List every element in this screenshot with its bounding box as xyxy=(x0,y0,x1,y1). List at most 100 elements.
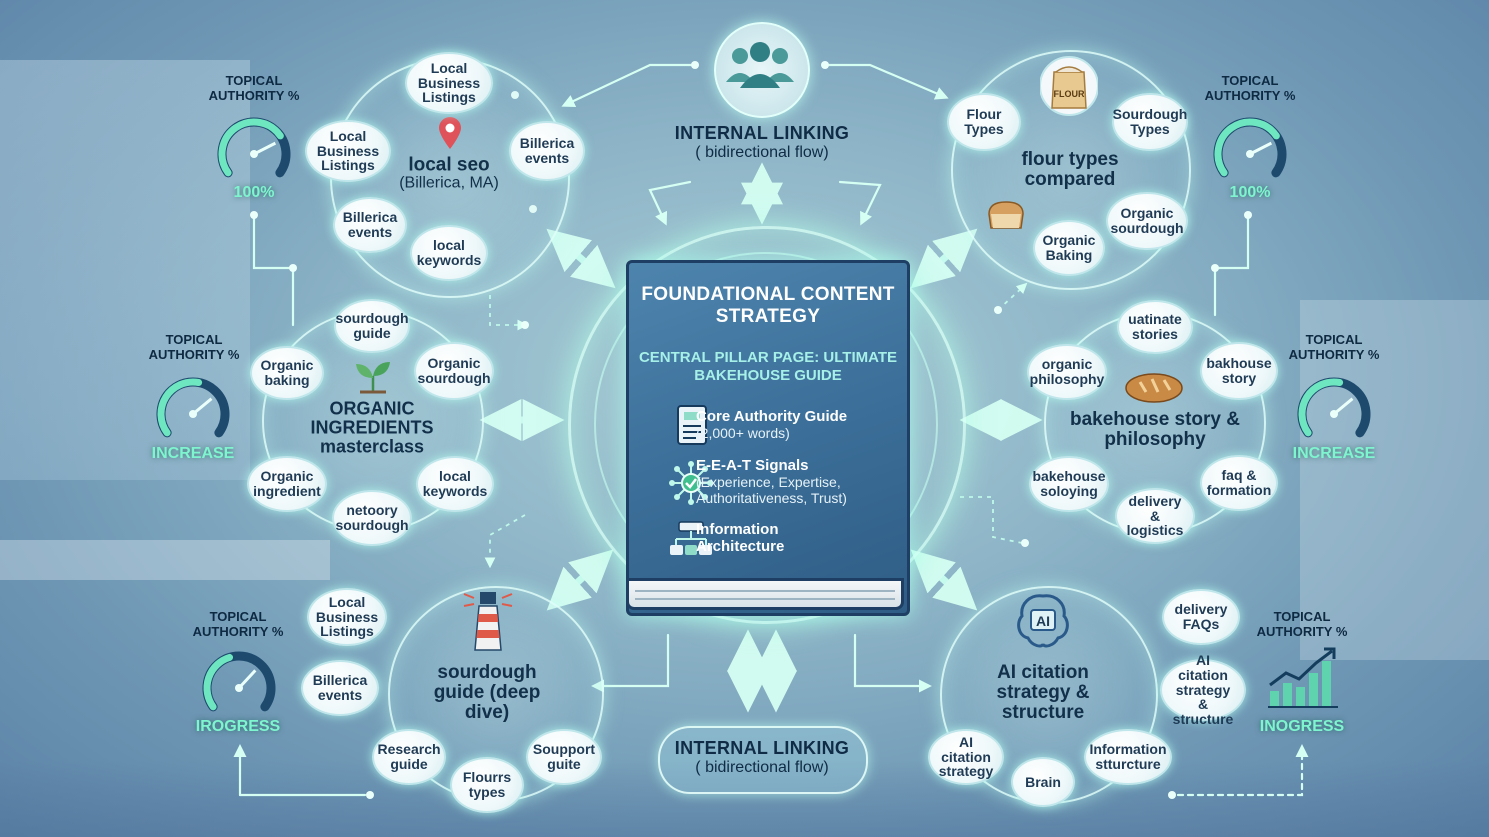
cluster-ai-title: AI citation strategy & structure xyxy=(973,663,1113,723)
gauge-hub xyxy=(1330,410,1338,418)
bubble-soupport-guite[interactable]: Soupport guite xyxy=(526,729,602,785)
bubble-local-business-listings-3[interactable]: Local Business Listings xyxy=(307,588,387,646)
cluster-ai-name: AI citation strategy & structure xyxy=(996,662,1090,723)
flour-bag-icon: FLOUR xyxy=(1040,56,1098,116)
gauge-label-mid-right: TOPICAL AUTHORITY % xyxy=(1288,332,1380,362)
gauge-dial-mid-right xyxy=(1297,377,1371,438)
gauge-hub xyxy=(189,410,197,418)
bubble-faq-formation[interactable]: faq & formation xyxy=(1200,455,1278,511)
bubble-organic-baking[interactable]: Organic Baking xyxy=(1033,220,1105,276)
svg-text:FLOUR: FLOUR xyxy=(1054,89,1085,99)
gauge-value-mid-right: INCREASE xyxy=(1292,445,1376,462)
cluster-organic-name: ORGANIC INGREDIENTS masterclass xyxy=(310,398,434,457)
internal-linking-bottom-pill xyxy=(658,726,868,794)
feature-core-authority-title: Core Authority Guide xyxy=(696,408,848,425)
internal-linking-bottom: INTERNAL LINKING ( bidirectional flow) xyxy=(675,738,849,777)
gauge-label-mid-left: TOPICAL AUTHORITY % xyxy=(148,332,240,362)
book-pages xyxy=(626,578,904,610)
gauge-label-top-right: TOPICAL AUTHORITY % xyxy=(1204,73,1296,103)
gauge-value-top-left: 100% xyxy=(233,184,275,201)
cluster-flour-title: flour types compared xyxy=(1021,149,1119,190)
cluster-local-seo-name: local seo xyxy=(408,154,490,176)
bubble-local-business-listings[interactable]: Local Business Listings xyxy=(405,52,493,114)
bubble-information-structure[interactable]: Information stturcture xyxy=(1084,729,1172,785)
gauge-dial-bottom-left xyxy=(202,651,276,712)
bread-loaf-icon xyxy=(988,201,1024,229)
bubble-organic-ingredient[interactable]: Organic ingredient xyxy=(247,456,327,512)
feature-eeat-title: E-E-A-T Signals xyxy=(696,457,809,474)
internal-linking-top-title: INTERNAL LINKING xyxy=(674,123,850,143)
team-icon-circle xyxy=(714,22,810,118)
cluster-organic-title: ORGANIC INGREDIENTS masterclass xyxy=(307,398,437,457)
pillar-glow-ring-outer xyxy=(568,226,966,624)
bubble-ai-citation-strategy-structure[interactable]: AI citation strategy & structure xyxy=(1160,653,1246,726)
feature-information-architecture: Information Architecture xyxy=(696,521,785,556)
cluster-sourdough-name: sourdough guide (deep dive) xyxy=(433,662,541,723)
bubble-uatinate-stories[interactable]: uatinate stories xyxy=(1117,300,1193,354)
leaf-sprout-icon xyxy=(356,362,390,394)
cluster-bakehouse-name: bakehouse story & philosophy xyxy=(1070,409,1240,450)
bubble-billerica-events[interactable]: Billerica events xyxy=(509,121,585,181)
bubble-sourdough-guide[interactable]: sourdough guide xyxy=(334,299,410,353)
bubble-ai-citation-strategy[interactable]: AI citation strategy xyxy=(928,729,1004,785)
gauge-label-bottom-right: TOPICAL AUTHORITY % xyxy=(1256,609,1348,639)
ai-brain-icon: AI xyxy=(1017,594,1069,648)
gauge-label-bottom-left: TOPICAL AUTHORITY % xyxy=(192,609,284,639)
gauge-needle xyxy=(237,669,257,690)
lighthouse-icon xyxy=(463,592,513,651)
internal-linking-bottom-title: INTERNAL LINKING xyxy=(674,738,850,758)
bubble-delivery-faqs[interactable]: delivery FAQs xyxy=(1162,589,1240,645)
cluster-bakehouse-title: bakehouse story & philosophy xyxy=(1070,410,1240,450)
bubble-sourdough-types[interactable]: Sourdough Types xyxy=(1112,93,1188,151)
cluster-sourdough-title: sourdough guide (deep dive) xyxy=(427,663,547,723)
gauge-dial-top-left xyxy=(217,117,291,178)
gauge-fill xyxy=(203,653,234,711)
bubble-research-guide[interactable]: Research guide xyxy=(372,729,446,785)
bubble-local-keywords-2[interactable]: local keywords xyxy=(416,456,494,512)
gauge-fill xyxy=(157,378,203,437)
feature-eeat: E-E-A-T Signals (Experience, Expertise, … xyxy=(696,457,896,506)
map-pin-icon xyxy=(439,117,461,149)
bubble-netoory-sourdough[interactable]: netoory sourdough xyxy=(332,490,412,546)
bubble-organic-sourdough-2[interactable]: Organic sourdough xyxy=(414,342,494,400)
gauge-dial-mid-left xyxy=(156,377,230,438)
pillar-title: FOUNDATIONAL CONTENT STRATEGY xyxy=(641,284,895,327)
bar-growth-chart-icon xyxy=(1268,647,1338,708)
gauge-hub xyxy=(250,150,258,158)
bread-icon xyxy=(1125,373,1183,403)
bubble-billerica-events-2[interactable]: Billerica events xyxy=(333,197,407,253)
bubble-brain[interactable]: Brain xyxy=(1011,757,1075,807)
bubble-organic-baking-2[interactable]: Organic baking xyxy=(250,346,324,400)
internal-linking-top-subtitle: ( bidirectional flow) xyxy=(695,144,829,161)
feature-core-authority: Core Authority Guide (2,000+ words) xyxy=(696,408,847,441)
cluster-local-seo-subtitle: (Billerica, MA) xyxy=(399,174,499,192)
bubble-organic-philosophy[interactable]: organic philosophy xyxy=(1027,344,1107,400)
feature-eeat-detail: (Experience, Expertise, Authoritativenes… xyxy=(696,474,847,507)
gauge-fill xyxy=(218,118,284,177)
bubble-billerica-events-3[interactable]: Billerica events xyxy=(301,660,379,716)
bubble-flourrs-types[interactable]: Flourrs types xyxy=(450,757,524,813)
bubble-delivery-logistics[interactable]: delivery & logistics xyxy=(1115,488,1195,544)
gauge-fill xyxy=(1298,378,1344,437)
gauge-value-mid-left: INCREASE xyxy=(151,445,235,462)
internal-linking-top: INTERNAL LINKING ( bidirectional flow) xyxy=(675,123,849,162)
gauge-value-top-right: 100% xyxy=(1229,184,1271,201)
bubble-bakehouse-soloying[interactable]: bakehouse soloying xyxy=(1029,456,1109,512)
gauge-label-top-left: TOPICAL AUTHORITY % xyxy=(208,73,300,103)
cluster-local-seo-title: local seo (Billerica, MA) xyxy=(399,154,499,193)
bubble-local-business-listings-2[interactable]: Local Business Listings xyxy=(305,120,391,182)
team-icon xyxy=(726,42,794,88)
gauge-hub xyxy=(1246,150,1254,158)
gauge-needle xyxy=(253,141,277,156)
gauge-fill xyxy=(1214,118,1280,177)
bubble-bakhouse-story[interactable]: bakhouse story xyxy=(1200,342,1278,400)
bubble-flour-types[interactable]: Flour Types xyxy=(947,93,1021,151)
bubble-organic-sourdough[interactable]: Organic sourdough xyxy=(1106,192,1188,250)
network-check-icon xyxy=(669,461,713,505)
bubble-local-keywords[interactable]: local keywords xyxy=(410,225,488,281)
feature-core-authority-detail: (2,000+ words) xyxy=(696,425,790,442)
document-icon xyxy=(677,405,707,445)
pillar-book[interactable] xyxy=(626,260,910,616)
gauge-value-bottom-left: IROGRESS xyxy=(195,718,281,735)
